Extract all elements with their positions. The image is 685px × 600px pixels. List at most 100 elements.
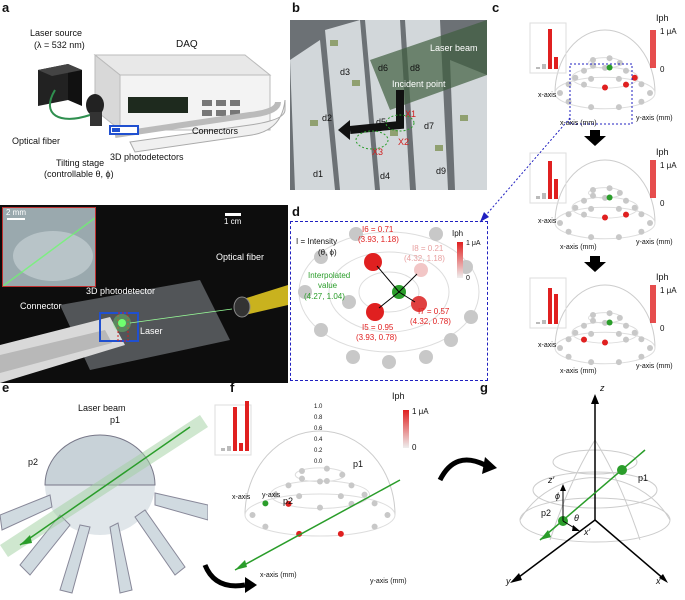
sensor-dot bbox=[317, 504, 323, 511]
sensor-dot bbox=[565, 336, 572, 343]
sensor-dot bbox=[588, 75, 595, 82]
c-xaxis-mm-3: x-axis (mm) bbox=[560, 368, 597, 375]
c-xaxis-mm-1: x-axis (mm) bbox=[560, 120, 597, 127]
device-photo bbox=[0, 205, 288, 383]
hemi-ring bbox=[554, 331, 656, 365]
zoom-inset bbox=[2, 207, 96, 287]
hemi-ring bbox=[244, 493, 396, 537]
x3-label: X3 bbox=[372, 147, 384, 157]
d6-label: d6 bbox=[378, 63, 389, 73]
c-scalemin-1: 0 bbox=[660, 65, 665, 74]
inset-box bbox=[214, 404, 252, 456]
d2-label: d2 bbox=[322, 113, 333, 123]
sensor-dot bbox=[557, 345, 563, 351]
sensor-dot bbox=[323, 478, 330, 485]
y-axis-g bbox=[514, 519, 596, 581]
sensor-dot bbox=[572, 329, 579, 336]
sensor-dot bbox=[565, 353, 572, 360]
sensor-dot bbox=[285, 482, 292, 489]
c-iph-2: Iph bbox=[656, 147, 669, 157]
sensor-dot bbox=[638, 353, 645, 360]
sensor-dot bbox=[296, 493, 303, 500]
sensor-dot bbox=[588, 359, 595, 366]
sensor-dot bbox=[602, 339, 608, 346]
i8-point bbox=[414, 263, 428, 277]
sensor-dot bbox=[565, 211, 572, 218]
panel-label-a: a bbox=[2, 0, 10, 15]
sensor-dot bbox=[615, 234, 622, 241]
panel-label-e: e bbox=[2, 380, 10, 395]
sensor-dot bbox=[602, 64, 608, 71]
sensor-dot bbox=[262, 500, 269, 507]
down-arrow-1 bbox=[584, 130, 606, 146]
sensor-dot bbox=[361, 491, 368, 498]
sensor-dot bbox=[615, 359, 622, 366]
panel-label-c: c bbox=[492, 0, 500, 15]
d-i8-coords: (4.32, 1.18) bbox=[404, 254, 445, 263]
inset-bar bbox=[221, 448, 225, 451]
sensor-dot bbox=[249, 512, 256, 518]
inset-box bbox=[529, 277, 567, 329]
inset-bar bbox=[548, 288, 552, 324]
panel-label-b: b bbox=[292, 0, 300, 15]
panel-f-plot bbox=[202, 401, 409, 593]
sensor-dot bbox=[589, 311, 596, 318]
inset-bar bbox=[239, 443, 243, 451]
sensor-dot bbox=[623, 67, 630, 74]
curved-arrow-f bbox=[202, 563, 246, 589]
g-x-label: x bbox=[656, 576, 661, 586]
x-axis-g bbox=[594, 519, 666, 581]
f-yaxis: y-axis bbox=[262, 492, 281, 499]
sensor-dot bbox=[565, 228, 572, 235]
panel-c-plots bbox=[529, 22, 656, 366]
sensor-dot bbox=[588, 104, 595, 111]
sensor-dot bbox=[572, 74, 579, 81]
sensor-dot bbox=[615, 75, 622, 82]
g-p2-label: p2 bbox=[541, 508, 552, 518]
c-scalemax-2: 1 μA bbox=[660, 161, 677, 170]
c-plot-2 bbox=[529, 152, 656, 241]
d-scalemax: 1 μA bbox=[466, 240, 481, 247]
sensor-dot bbox=[647, 220, 653, 226]
sensor-dot bbox=[588, 234, 595, 241]
d7-label: d7 bbox=[424, 121, 435, 131]
g-p1-label: p1 bbox=[638, 473, 649, 483]
scale-1cm-label: 1 cm bbox=[224, 217, 242, 226]
i7-point bbox=[411, 296, 427, 312]
sensor-dot bbox=[606, 185, 613, 192]
sensor-dot bbox=[647, 345, 653, 351]
g-xprime-label: x′ bbox=[584, 527, 591, 537]
sensor-dot bbox=[580, 336, 587, 343]
coordinate-diagram bbox=[437, 394, 671, 583]
sensor-dot bbox=[606, 194, 613, 201]
sensor-dot bbox=[371, 523, 378, 530]
sensor-dot bbox=[623, 197, 630, 204]
inset-bar bbox=[542, 320, 546, 324]
d-intensity-def: I = Intensity bbox=[296, 237, 338, 246]
sensor-dot bbox=[606, 55, 613, 62]
sensor-dot bbox=[638, 228, 645, 235]
colorbar bbox=[650, 160, 656, 198]
sensor-dot bbox=[638, 81, 645, 88]
c-scalemax-1: 1 μA bbox=[660, 27, 677, 36]
e-laser-beam: Laser beam bbox=[78, 403, 126, 413]
g-z-label: z bbox=[600, 383, 605, 393]
sensor-dot bbox=[616, 314, 623, 321]
f-inset-bars bbox=[214, 401, 252, 456]
connectors-label: Connectors bbox=[192, 126, 239, 136]
interpolation-diagram bbox=[290, 221, 488, 381]
f-hemisphere bbox=[244, 430, 396, 537]
d-pointer-line bbox=[479, 117, 571, 223]
sensor-dot bbox=[602, 214, 608, 221]
d1-label: d1 bbox=[313, 169, 324, 179]
sensor-dot bbox=[580, 322, 587, 329]
sensor-dot bbox=[298, 475, 305, 482]
d9-label: d9 bbox=[436, 166, 447, 176]
d-iph: Iph bbox=[452, 229, 464, 238]
sensor-dot bbox=[339, 471, 346, 478]
sensor-dot bbox=[589, 192, 596, 199]
inset-bar bbox=[554, 179, 558, 199]
f-z-tick: 0.0 bbox=[314, 459, 323, 465]
sensor-dot bbox=[580, 67, 587, 74]
sensor-dot bbox=[606, 310, 613, 317]
